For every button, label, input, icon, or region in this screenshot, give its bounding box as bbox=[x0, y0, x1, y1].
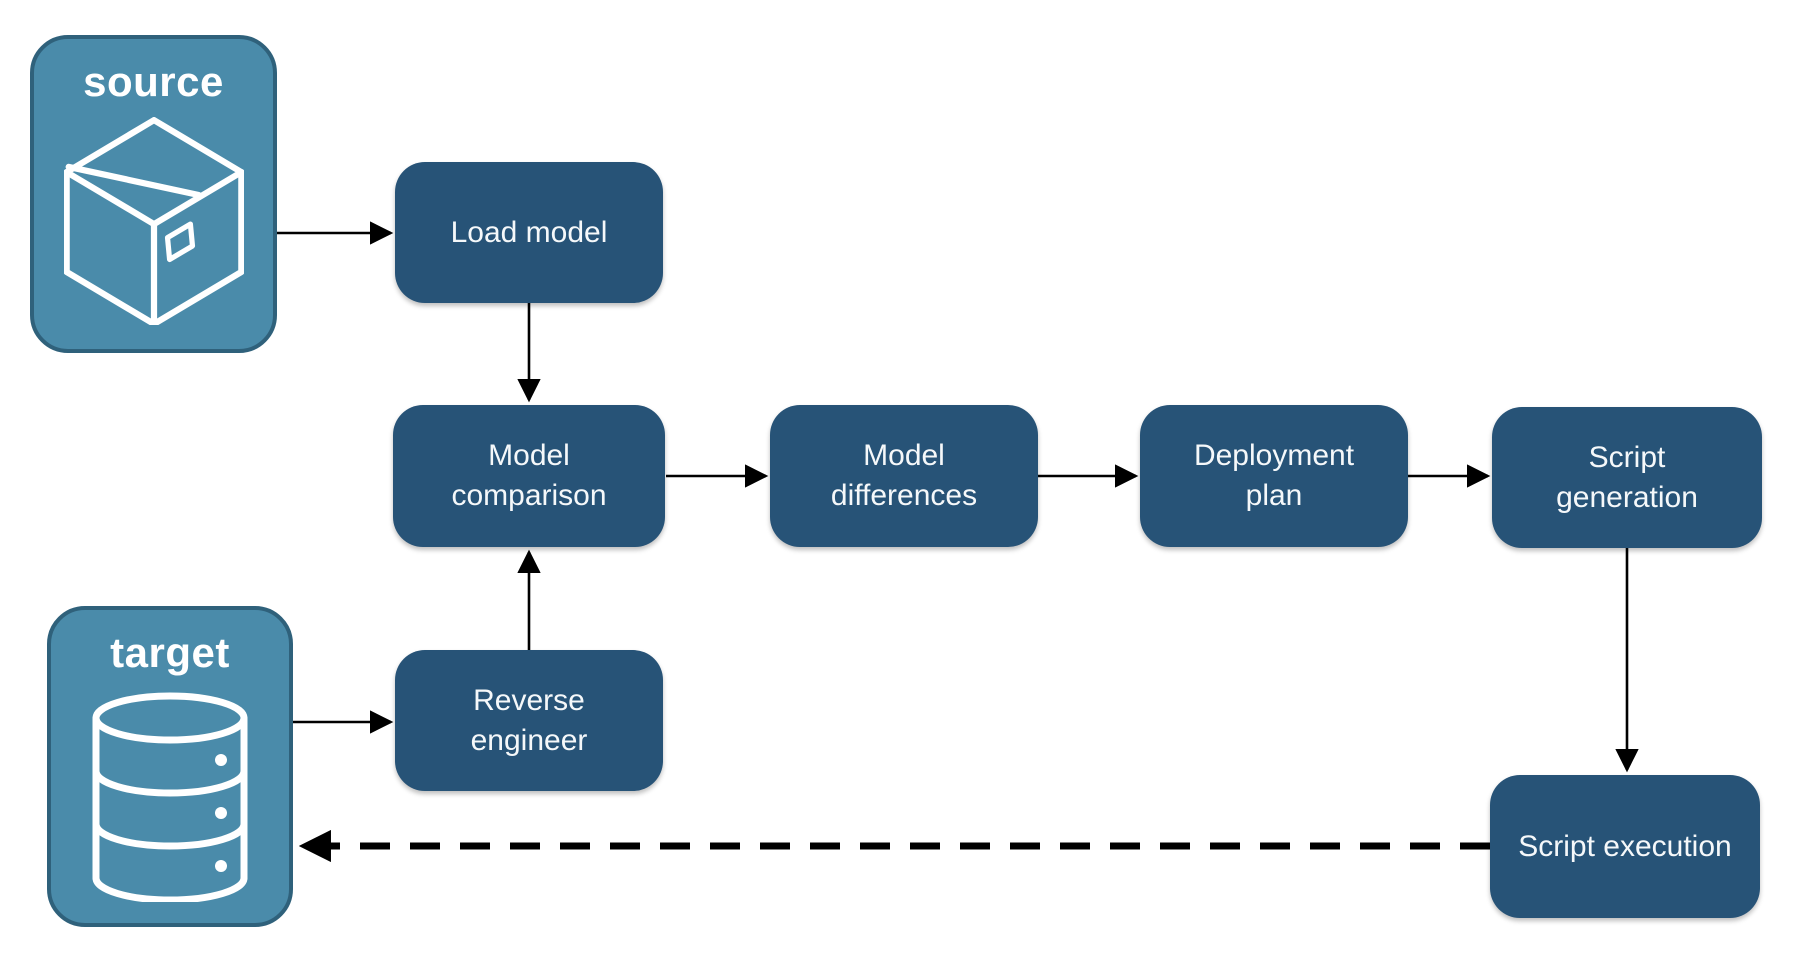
target-label: target bbox=[110, 629, 230, 676]
source-label: source bbox=[83, 58, 224, 105]
container-source: source bbox=[30, 35, 277, 353]
node-model-differences-label: Model differences bbox=[830, 439, 978, 512]
container-target: target bbox=[47, 606, 293, 927]
node-script-generation: Script generation bbox=[1492, 407, 1762, 548]
node-script-execution-label: Script execution bbox=[1518, 829, 1732, 863]
node-script-execution: Script execution bbox=[1490, 775, 1760, 918]
node-model-comparison: Model comparison bbox=[393, 405, 665, 547]
package-icon bbox=[63, 117, 244, 325]
node-load-model-label: Load model bbox=[450, 215, 608, 249]
node-script-generation-label: Script generation bbox=[1556, 440, 1698, 514]
node-reverse-engineer-label: Reverse engineer bbox=[470, 683, 588, 757]
node-model-differences: Model differences bbox=[770, 405, 1038, 547]
database-icon bbox=[92, 692, 248, 902]
node-load-model: Load model bbox=[395, 162, 663, 303]
node-deployment-plan: Deployment plan bbox=[1140, 405, 1408, 547]
node-model-comparison-label: Model comparison bbox=[451, 439, 607, 512]
node-deployment-plan-label: Deployment plan bbox=[1193, 439, 1355, 512]
node-reverse-engineer: Reverse engineer bbox=[395, 650, 663, 791]
